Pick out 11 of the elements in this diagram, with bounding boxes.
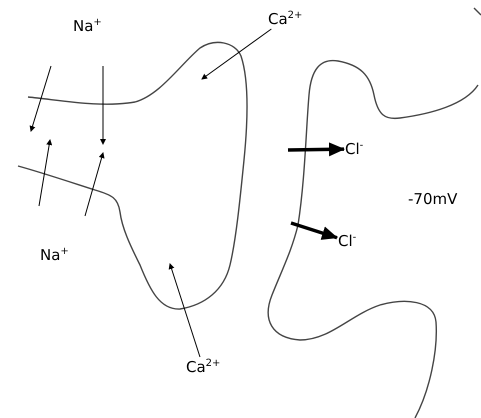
ion-label: Na$^{+}$ <box>40 246 69 264</box>
arrow <box>201 28 272 80</box>
ion-label: Cl$^{-}$ <box>345 140 364 158</box>
ion-label: Ca$^{2+}$ <box>186 358 220 376</box>
arrow <box>290 221 338 240</box>
voltage-label: -70mV <box>408 190 458 208</box>
ion-label: Ca$^{2+}$ <box>268 10 302 28</box>
arrow <box>168 263 200 358</box>
ion-label: Cl$^{-}$ <box>338 232 356 250</box>
arrow <box>288 142 345 156</box>
ion-label: Na$^{+}$ <box>73 17 102 35</box>
